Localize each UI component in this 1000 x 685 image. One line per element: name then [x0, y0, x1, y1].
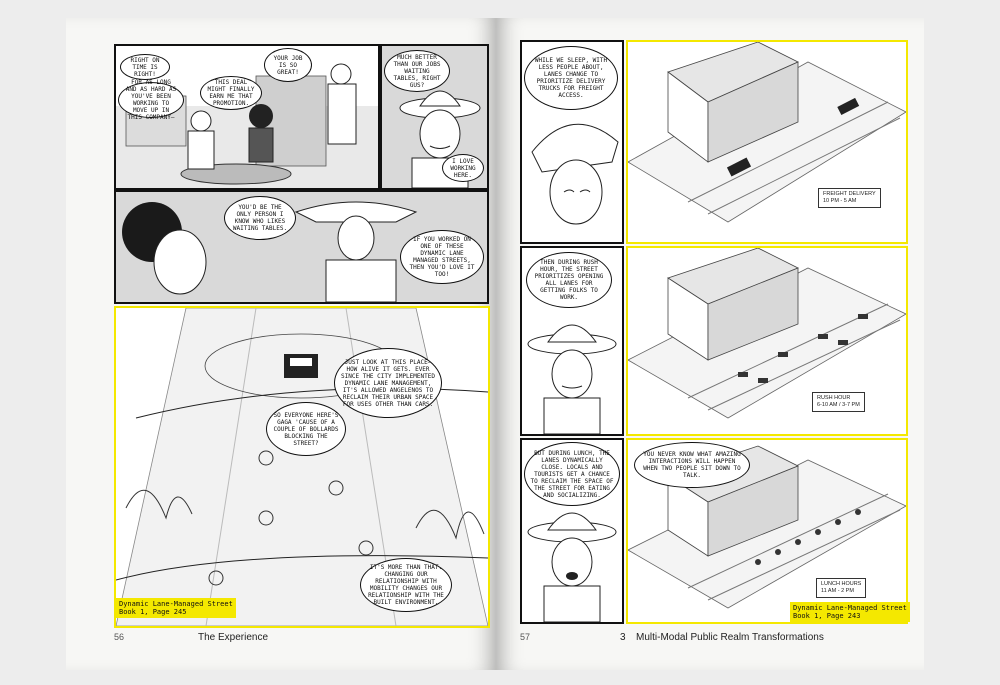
right-page: While we sleep, with less people about, … [496, 18, 924, 670]
speech-bubble: Right on time is right! [120, 54, 170, 80]
speech-bubble: For as long and as hard as you've been w… [118, 79, 184, 121]
panel-waiter-lunch: But during lunch, the lanes dynamically … [520, 438, 624, 624]
caption-reference: Dynamic Lane-Managed Street Book 1, Page… [116, 598, 236, 618]
left-page: Right on time is right! For as long and … [66, 18, 496, 670]
illustration-waiter-sleeping [531, 123, 619, 225]
illustration-waiter-portrait [527, 512, 617, 622]
panel-street-overview: Just look at this place—how alive it get… [114, 306, 490, 628]
time-label: RUSH HOUR 6-10 AM / 3-7 PM [812, 392, 865, 412]
speech-bubble: So everyone here's gaga 'cause of a coup… [266, 402, 346, 456]
speech-bubble: It's more than that. Changing our relati… [360, 558, 452, 612]
section-title: Multi-Modal Public Realm Transformations [636, 632, 824, 643]
caption-reference: Dynamic Lane-Managed Street Book 1, Page… [790, 602, 910, 622]
speech-bubble: Then during rush hour, the street priori… [526, 252, 612, 308]
speech-bubble: If you worked on one of these dynamic la… [400, 230, 484, 284]
section-title: The Experience [198, 632, 269, 643]
panel-conversation-closeup: You'd be the only person I know who like… [114, 190, 489, 304]
speech-bubble: Much better than our jobs waiting tables… [384, 50, 450, 92]
speech-bubble: You'd be the only person I know who like… [224, 196, 296, 240]
illustration-waiter-portrait [527, 324, 617, 434]
isometric-street-freight [628, 42, 906, 223]
isometric-street-rush [628, 248, 906, 419]
panel-waiter-rush: Then during rush hour, the street priori… [520, 246, 624, 436]
panel-restaurant-couple: Right on time is right! For as long and … [114, 44, 380, 190]
speech-bubble: Your job is so great! [264, 48, 312, 82]
page-number: 56 [114, 632, 125, 642]
page-number: 57 [520, 632, 531, 642]
open-book: Right on time is right! For as long and … [66, 18, 924, 670]
speech-bubble: While we sleep, with less people about, … [524, 46, 618, 110]
speech-bubble: I love working here. [442, 154, 484, 182]
time-label: FREIGHT DELIVERY 10 PM - 5 AM [818, 188, 881, 208]
speech-bubble: But during lunch, the lanes dynamically … [524, 442, 620, 506]
speech-bubble: This deal might finally earn me that pro… [200, 76, 262, 110]
panel-rush-hour: RUSH HOUR 6-10 AM / 3-7 PM [626, 246, 908, 436]
chapter-number: 3 [620, 632, 626, 643]
time-label: LUNCH HOURS 11 AM - 2 PM [816, 578, 867, 598]
panel-freight-delivery: FREIGHT DELIVERY 10 PM - 5 AM [626, 40, 908, 244]
panel-sleeping-waiter: While we sleep, with less people about, … [520, 40, 624, 244]
illustration-restaurant-scene [116, 63, 378, 188]
panel-waiter-gus: Much better than our jobs waiting tables… [380, 44, 489, 190]
speech-bubble: Just look at this place—how alive it get… [334, 348, 442, 418]
speech-bubble: You never know what amazing interactions… [634, 442, 750, 488]
panel-lunch-hours: You never know what amazing interactions… [626, 438, 908, 624]
illustration-conversation [122, 201, 418, 302]
